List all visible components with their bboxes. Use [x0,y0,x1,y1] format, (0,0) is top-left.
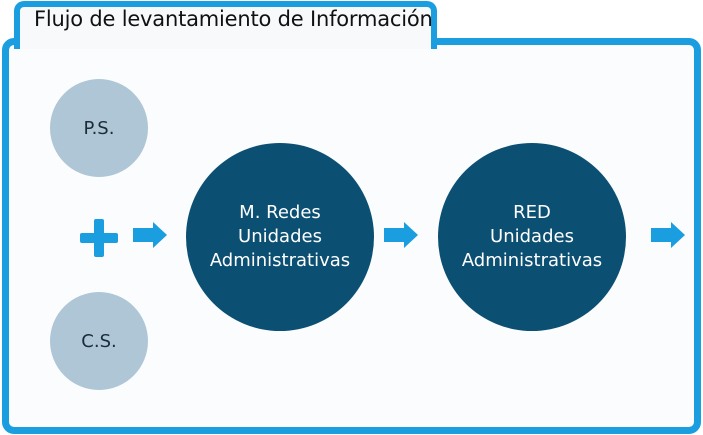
arrow-right-icon [651,222,685,248]
node-m-redes: M. Redes Unidades Administrativas [186,143,374,331]
node-red-line-3: Administrativas [461,250,603,271]
node-m-redes-line-1: M. Redes [239,202,321,223]
node-m-redes-line-2: Unidades [238,226,322,247]
node-m-redes-line-3: Administrativas [209,250,351,271]
node-red-line-1: RED [513,202,551,223]
arrow-right-icon [133,222,167,248]
plus-icon [80,219,118,257]
node-red: RED Unidades Administrativas [438,143,626,331]
diagram-title: Flujo de levantamiento de Información [34,7,433,31]
node-red-line-2: Unidades [490,226,574,247]
node-cs: C.S. [50,292,148,390]
node-ps: P.S. [50,79,148,177]
title-tab [14,1,437,49]
node-ps-label: P.S. [83,117,115,139]
arrow-right-icon [384,222,418,248]
node-cs-label: C.S. [81,330,117,352]
